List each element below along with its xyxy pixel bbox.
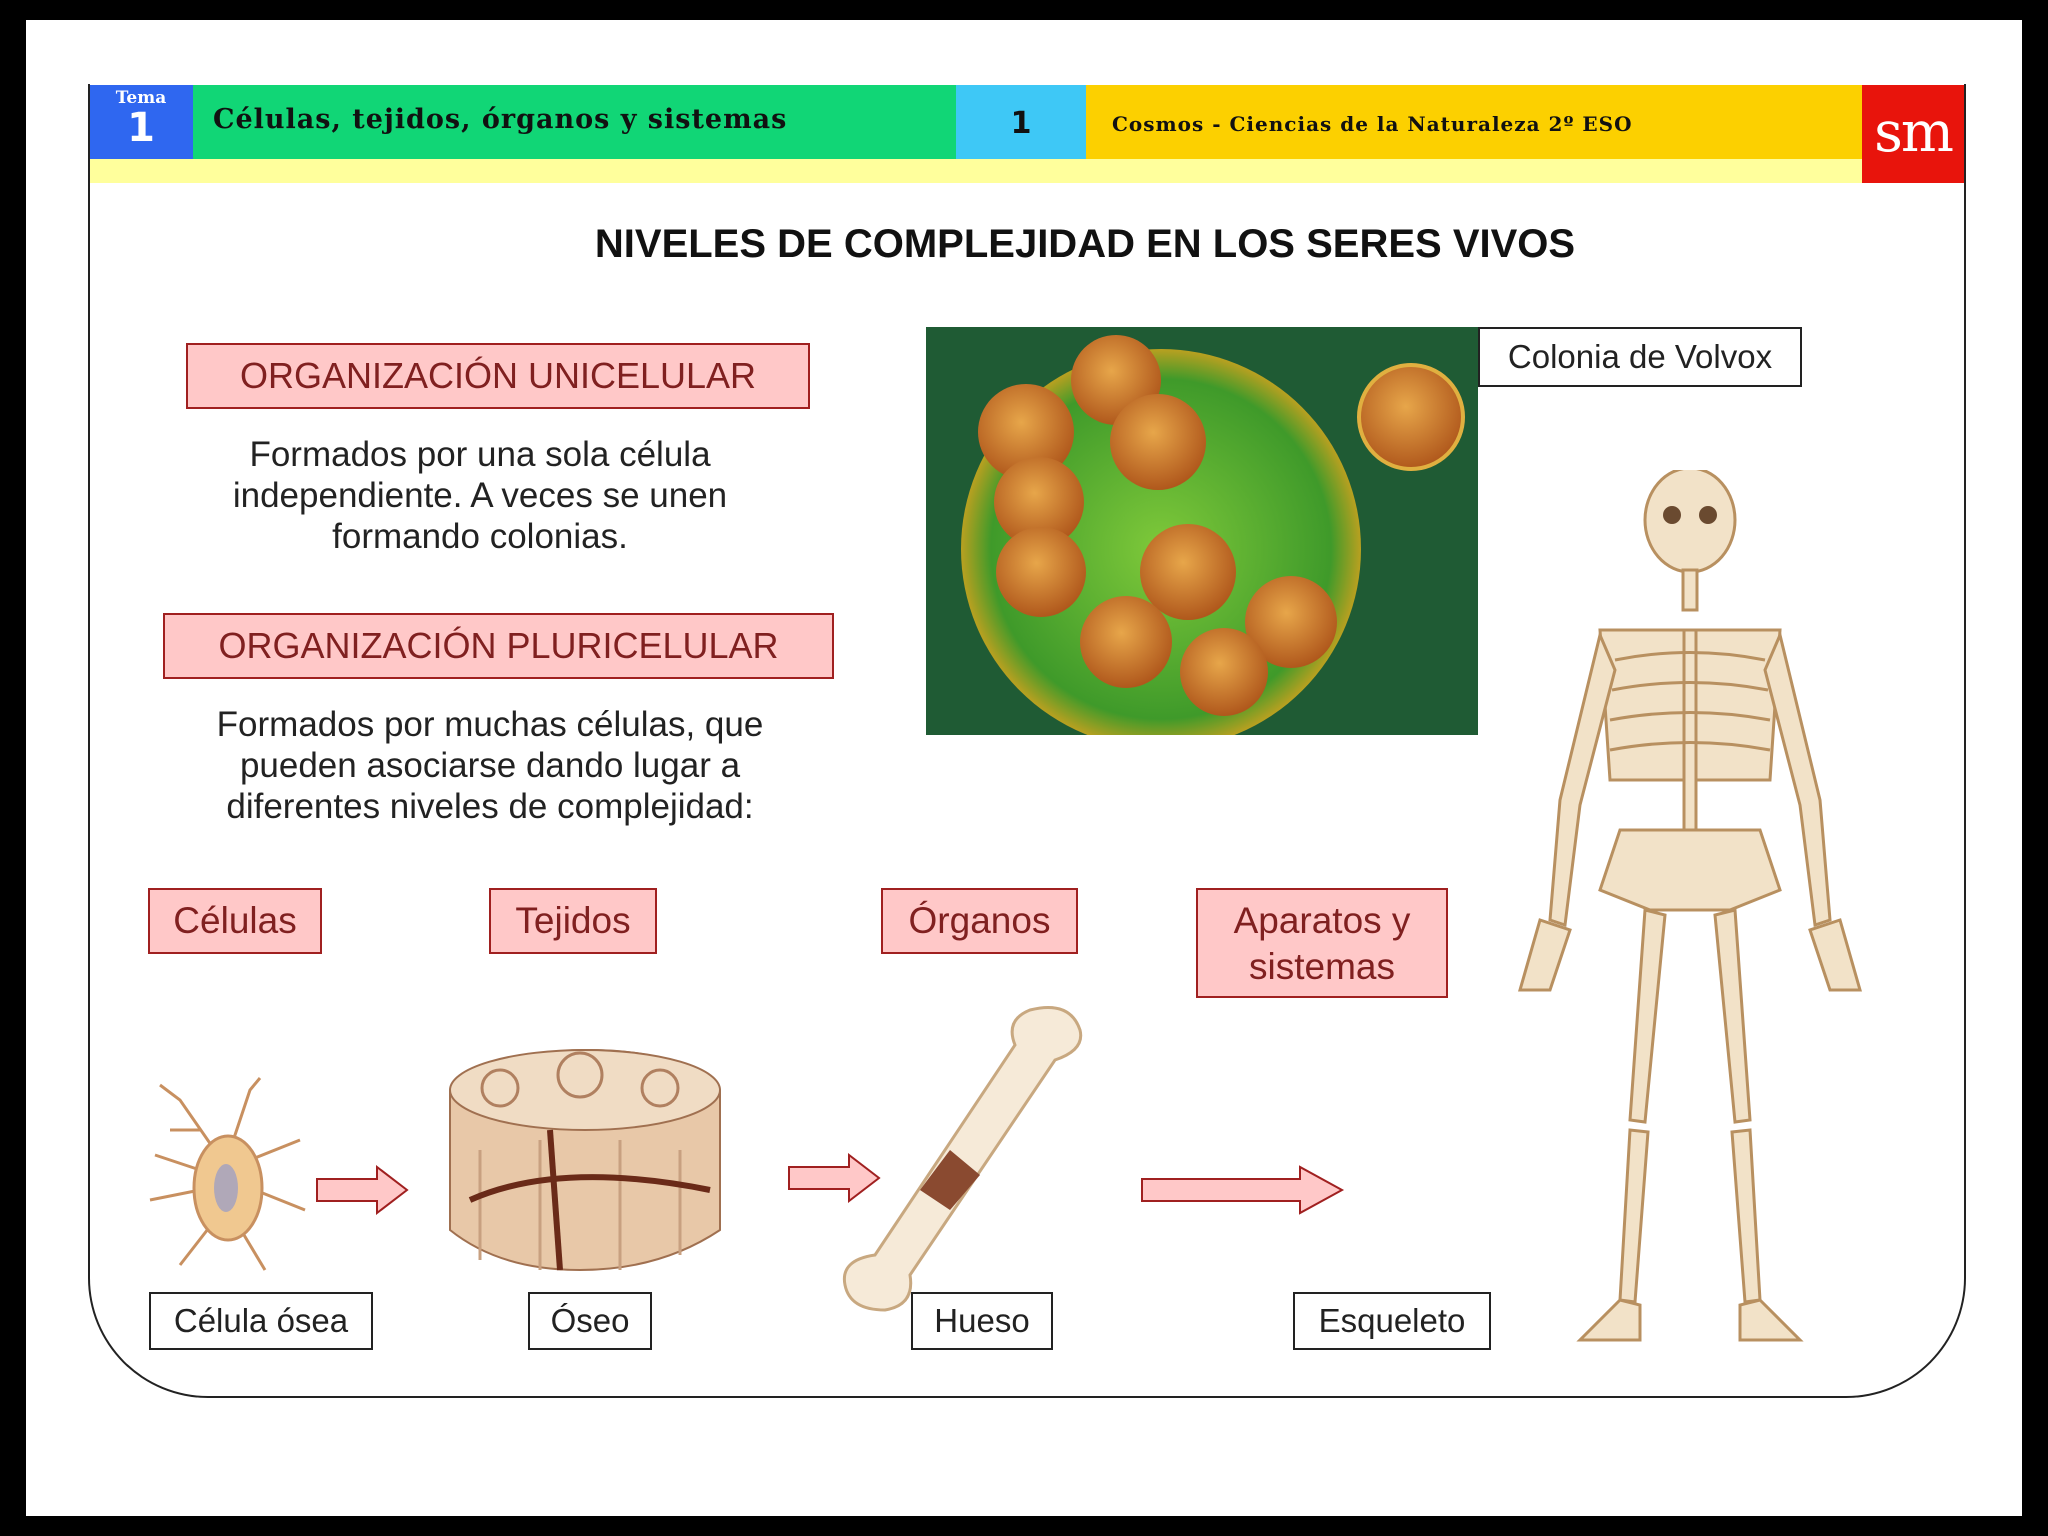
pluricelular-line: pueden asociarse dando lugar a <box>239 746 741 785</box>
unicelular-heading: ORGANIZACIÓN UNICELULAR <box>186 343 810 409</box>
bone-illustration <box>842 1006 1083 1312</box>
level-aparatos-sistemas: Aparatos y sistemas <box>1196 888 1448 998</box>
header-strip <box>89 159 1862 183</box>
unicelular-line: formando colonias. <box>332 517 628 556</box>
pluricelular-description: Formados por muchas células, que pueden … <box>170 704 810 827</box>
unicelular-line: Formados por una sola célula <box>249 435 711 474</box>
pluricelular-line: diferentes niveles de complejidad: <box>226 787 754 826</box>
example-celula-osea: Célula ósea <box>149 1292 373 1350</box>
unit-title: Células, tejidos, órganos y sistemas <box>193 85 956 159</box>
pluricelular-heading: ORGANIZACIÓN PLURICELULAR <box>163 613 834 679</box>
unicelular-line: independiente. A veces se unen <box>232 476 728 515</box>
content-frame <box>88 84 1966 1398</box>
book-title: Cosmos - Ciencias de la Naturaleza 2º ES… <box>1086 85 1862 159</box>
pluricelular-line: Formados por muchas células, que <box>216 705 764 744</box>
volvox-colony-photo <box>926 327 1478 735</box>
example-oseo: Óseo <box>528 1292 652 1350</box>
level-celulas: Células <box>148 888 322 954</box>
bone-tissue-illustration <box>449 1048 721 1272</box>
level-tejidos: Tejidos <box>489 888 657 954</box>
unicelular-description: Formados por una sola célula independien… <box>180 434 780 557</box>
example-hueso: Hueso <box>911 1292 1053 1350</box>
bone-cell-illustration <box>149 1077 306 1271</box>
page-number: 1 <box>956 85 1086 159</box>
level-organos: Órganos <box>881 888 1078 954</box>
example-esqueleto: Esqueleto <box>1293 1292 1491 1350</box>
arrow-right-icon <box>1141 1165 1345 1215</box>
skeleton-illustration <box>1518 470 1862 1342</box>
arrow-right-icon <box>316 1165 409 1215</box>
arrow-right-icon <box>788 1153 881 1203</box>
page-title: NIVELES DE COMPLEJIDAD EN LOS SERES VIVO… <box>594 222 1576 266</box>
volvox-caption: Colonia de Volvox <box>1478 327 1802 387</box>
